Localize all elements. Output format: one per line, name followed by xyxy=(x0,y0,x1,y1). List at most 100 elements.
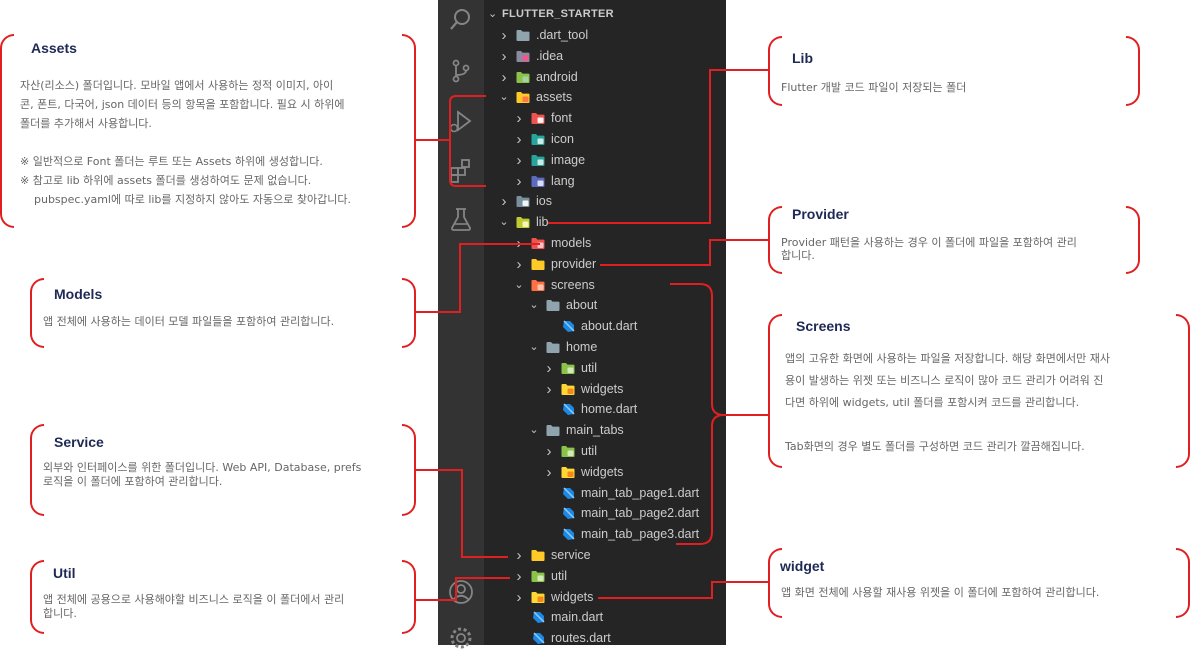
note-line: 앱 화면 전체에 사용할 재사용 위젯을 이 폴더에 포함하여 관리합니다. xyxy=(781,586,1100,599)
note-assets: Assets 자산(리소스) 폴더입니다. 모바일 앱에서 사용하는 정적 이미… xyxy=(0,34,416,228)
tree-item-label: util xyxy=(581,444,597,458)
tree-item-label: home.dart xyxy=(581,402,638,417)
chevron-right-icon[interactable]: › xyxy=(516,151,522,169)
tree-item[interactable]: main_tab_page1.dart xyxy=(484,483,726,504)
chevron-right-icon[interactable]: › xyxy=(516,588,522,606)
tree-item[interactable]: main.dart xyxy=(484,607,726,628)
tree-item[interactable]: › .dart_tool xyxy=(484,25,726,46)
chevron-right-icon[interactable]: › xyxy=(546,380,552,398)
tree-item-label: util xyxy=(581,360,597,375)
tree-item[interactable]: ›font xyxy=(484,108,726,129)
tree-item-label: about xyxy=(566,298,598,313)
dart-file-icon xyxy=(561,507,575,520)
chevron-right-icon[interactable]: › xyxy=(501,193,507,211)
note-text: 앱 화면 전체에 사용할 재사용 위젯을 이 폴더에 포함하여 관리합니다. xyxy=(781,583,1181,602)
tree-item-label: icon xyxy=(551,132,574,146)
folder-icon xyxy=(531,591,545,604)
note-screens: Screens 앱의 고유한 화면에 사용하는 파일을 저장합니다. 해당 화면… xyxy=(768,314,1190,468)
chevron-down-icon[interactable]: ⌄ xyxy=(488,8,498,20)
settings-icon[interactable] xyxy=(447,624,475,652)
note-line: 로직을 이 폴더에 포함하여 관리합니다. xyxy=(43,475,223,488)
tree-item[interactable]: ⌄main_tabs xyxy=(484,420,726,441)
tree-item[interactable]: › icon xyxy=(484,129,726,150)
chevron-right-icon[interactable]: › xyxy=(516,131,522,148)
folder-icon xyxy=(516,91,530,104)
note-line: 외부와 인터페이스를 위한 폴더입니다. Web API, Database, … xyxy=(43,461,362,474)
tree-item[interactable]: ›.idea xyxy=(484,46,726,67)
folder-icon xyxy=(546,299,560,312)
tree-item[interactable]: ⌄ about xyxy=(484,295,726,316)
explorer-title[interactable]: FLUTTER_STARTER xyxy=(502,8,614,20)
folder-icon xyxy=(516,29,530,42)
tree-item[interactable]: ›android xyxy=(484,67,726,88)
run-debug-icon[interactable] xyxy=(447,107,475,135)
folder-icon xyxy=(516,195,530,208)
tree-item-label: service xyxy=(551,548,591,562)
tree-item-label: provider xyxy=(551,256,597,271)
chevron-right-icon[interactable]: › xyxy=(546,359,552,377)
chevron-right-icon[interactable]: › xyxy=(501,68,507,86)
search-icon[interactable] xyxy=(447,6,475,34)
note-line: Tab화면의 경우 별도 폴더를 구성하면 코드 관리가 깔끔해집니다. xyxy=(785,440,1085,453)
chevron-right-icon[interactable]: › xyxy=(516,547,522,564)
tree-item[interactable]: › util xyxy=(484,358,726,379)
chevron-right-icon[interactable]: › xyxy=(501,47,507,65)
chevron-right-icon[interactable]: › xyxy=(546,443,552,460)
chevron-right-icon[interactable]: › xyxy=(516,110,522,128)
tree-item[interactable]: ⌄lib xyxy=(484,212,726,233)
source-control-icon[interactable] xyxy=(447,57,475,85)
tree-item[interactable]: about.dart xyxy=(484,316,726,337)
tree-item[interactable]: ⌄screens xyxy=(484,275,726,296)
account-icon[interactable] xyxy=(447,578,475,606)
tree-item-label: .dart_tool xyxy=(536,28,589,42)
tree-item-label: routes.dart xyxy=(551,631,611,645)
chevron-right-icon[interactable]: › xyxy=(516,255,522,273)
chevron-right-icon[interactable]: › xyxy=(501,27,507,44)
tree-item[interactable]: main_tab_page2.dart xyxy=(484,503,726,524)
extensions-icon[interactable] xyxy=(447,156,475,184)
note-line: pubspec.yaml에 따로 lib를 지정하지 않아도 자동으로 찾아갑니… xyxy=(20,193,351,206)
tree-item[interactable]: main_tab_page3.dart xyxy=(484,524,726,545)
tree-item[interactable]: ›widgets xyxy=(484,462,726,483)
tree-item-label: main_tab_page1.dart xyxy=(581,485,700,500)
tree-item[interactable]: home.dart xyxy=(484,399,726,420)
note-line xyxy=(20,133,410,152)
folder-icon xyxy=(516,216,530,229)
chevron-down-icon[interactable]: ⌄ xyxy=(499,91,509,104)
tree-item[interactable]: ⌄home xyxy=(484,337,726,358)
note-text: Flutter 개발 코드 파일이 저장되는 폴더 xyxy=(781,78,1131,97)
tree-item[interactable]: ›ios xyxy=(484,191,726,212)
testing-icon[interactable] xyxy=(447,205,475,233)
chevron-down-icon[interactable]: ⌄ xyxy=(529,341,539,353)
tree-item[interactable]: › provider xyxy=(484,254,726,275)
chevron-right-icon[interactable]: › xyxy=(516,235,522,252)
folder-icon xyxy=(531,258,545,271)
chevron-down-icon[interactable]: ⌄ xyxy=(529,424,539,437)
tree-item[interactable]: ›models xyxy=(484,233,726,254)
chevron-right-icon[interactable]: › xyxy=(516,172,522,190)
folder-icon xyxy=(531,237,545,250)
chevron-down-icon[interactable]: ⌄ xyxy=(499,216,509,229)
tree-item[interactable]: ›widgets xyxy=(484,587,726,608)
chevron-right-icon[interactable]: › xyxy=(516,567,522,585)
note-line xyxy=(785,414,1181,436)
tree-item[interactable]: routes.dart xyxy=(484,628,726,645)
note-title: Service xyxy=(54,434,104,450)
folder-icon xyxy=(561,466,575,479)
note-service: Service 외부와 인터페이스를 위한 폴더입니다. Web API, Da… xyxy=(30,424,416,516)
chevron-right-icon[interactable]: › xyxy=(546,463,552,481)
folder-icon xyxy=(561,445,575,458)
tree-item[interactable]: ›lang xyxy=(484,171,726,192)
tree-item[interactable]: › service xyxy=(484,545,726,566)
chevron-down-icon[interactable]: ⌄ xyxy=(529,299,539,312)
tree-item[interactable]: ⌄assets xyxy=(484,87,726,108)
folder-icon xyxy=(516,50,530,63)
note-title: Assets xyxy=(31,40,77,56)
dart-file-icon xyxy=(531,632,545,645)
tree-item[interactable]: ›widgets xyxy=(484,379,726,400)
tree-item[interactable]: ›util xyxy=(484,566,726,587)
chevron-down-icon[interactable]: ⌄ xyxy=(514,278,524,291)
tree-item[interactable]: › util xyxy=(484,441,726,462)
tree-item[interactable]: ›image xyxy=(484,150,726,171)
